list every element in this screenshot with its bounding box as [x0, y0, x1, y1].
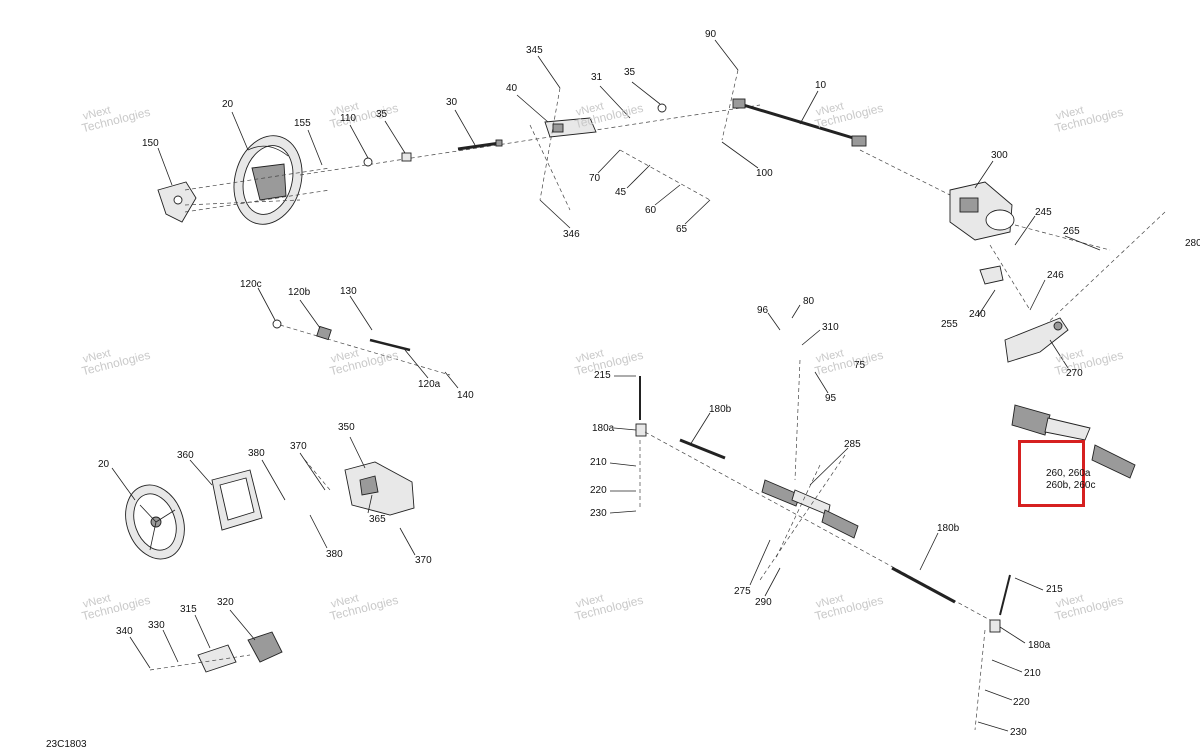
callout-label: 240 — [969, 309, 986, 320]
callout-label: 35 — [376, 109, 388, 120]
callout-label: 180b — [709, 404, 732, 415]
callout-label: 280 — [1185, 238, 1200, 249]
callout-label: 275 — [734, 586, 751, 597]
callout-label: 35 — [624, 67, 636, 78]
callout-label: 330 — [148, 620, 165, 631]
callout-label: 300 — [991, 150, 1008, 161]
callout-label: 20 — [98, 459, 110, 470]
callout-label: 90 — [705, 29, 717, 40]
callout-label: 65 — [676, 224, 688, 235]
callout-label: 230 — [590, 508, 607, 519]
callout-label: 340 — [116, 626, 133, 637]
shaft-sub-assembly — [272, 319, 451, 376]
callout-label: 310 — [822, 322, 839, 333]
leader-lines — [111, 39, 1101, 732]
callout-label: 75 — [854, 360, 866, 371]
callout-label: 31 — [591, 72, 603, 83]
callout-label: 120c — [240, 279, 262, 290]
highlight-line-2: 260b, 260c — [1046, 480, 1096, 491]
callout-label: 230 — [1010, 727, 1027, 738]
callout-label: 380 — [248, 448, 265, 459]
bezel-360 — [211, 469, 263, 531]
callout-label: 180a — [1028, 640, 1051, 651]
lower-bezel-315 — [197, 631, 283, 673]
nut-110 — [363, 157, 373, 167]
callout-label: 40 — [506, 83, 518, 94]
callout-label: 120a — [418, 379, 441, 390]
tie-rod-right — [974, 574, 1011, 731]
callout-label: 130 — [340, 286, 357, 297]
highlight-line-1: 260, 260a — [1046, 468, 1091, 479]
callout-label: 270 — [1066, 368, 1083, 379]
callout-label: 365 — [369, 514, 386, 525]
callout-label: 100 — [756, 168, 773, 179]
callout-label: 70 — [589, 173, 601, 184]
intermediate-shaft-10 — [732, 98, 867, 147]
callout-label: 140 — [457, 390, 474, 401]
callout-label: 220 — [590, 485, 607, 496]
callout-label: 346 — [563, 229, 580, 240]
callout-label: 210 — [590, 457, 607, 468]
callout-label: 380 — [326, 549, 343, 560]
callout-label: 220 — [1013, 697, 1030, 708]
callout-label: 245 — [1035, 207, 1052, 218]
highlight-box — [1018, 440, 1085, 507]
callout-label: 20 — [222, 99, 234, 110]
callout-label: 246 — [1047, 270, 1064, 281]
callout-label: 265 — [1063, 226, 1080, 237]
callout-label: 155 — [294, 118, 311, 129]
callout-label: 150 — [142, 138, 159, 149]
bushing-35b — [657, 103, 667, 113]
callout-label: 30 — [446, 97, 458, 108]
callout-label: 96 — [757, 305, 769, 316]
callout-label: 315 — [180, 604, 197, 615]
callout-label: 320 — [217, 597, 234, 608]
callout-label: 370 — [415, 555, 432, 566]
drawing-code: 23C1803 — [46, 739, 87, 750]
callout-label: 370 — [290, 441, 307, 452]
callout-label: 350 — [338, 422, 355, 433]
mounting-plate-270 — [1004, 317, 1069, 363]
callout-label: 255 — [941, 319, 958, 330]
column-bracket-40 — [544, 117, 597, 138]
steering-wheel-upper — [233, 135, 303, 225]
callout-label: 80 — [803, 296, 815, 307]
callout-label: 120b — [288, 287, 311, 298]
bushing-35 — [401, 152, 412, 162]
callout-label: 290 — [755, 597, 772, 608]
callout-label: 10 — [815, 80, 827, 91]
callout-label: 345 — [526, 45, 543, 56]
callout-label: 360 — [177, 450, 194, 461]
bracket-240 — [979, 265, 1004, 285]
cover-350 — [344, 461, 415, 516]
steering-shaft-30 — [457, 139, 503, 151]
callout-label: 210 — [1024, 668, 1041, 679]
callout-label: 45 — [615, 187, 627, 198]
callout-label: 180a — [592, 423, 615, 434]
tie-rod-left — [635, 376, 726, 510]
horn-pad-150 — [157, 181, 197, 223]
callout-label: 60 — [645, 205, 657, 216]
callout-label: 110 — [340, 113, 356, 124]
highlight-callout-text: 260, 260a 260b, 260c — [1046, 468, 1096, 492]
steering-wheel-lower — [125, 484, 185, 560]
callout-label: 215 — [1046, 584, 1063, 595]
callout-label: 285 — [844, 439, 861, 450]
eps-unit-300 — [949, 181, 1015, 241]
callout-label: 215 — [594, 370, 611, 381]
callout-label: 180b — [937, 523, 960, 534]
steering-rack-detail — [1011, 404, 1136, 479]
steering-rack-center — [761, 479, 859, 539]
callout-label: 95 — [825, 393, 837, 404]
